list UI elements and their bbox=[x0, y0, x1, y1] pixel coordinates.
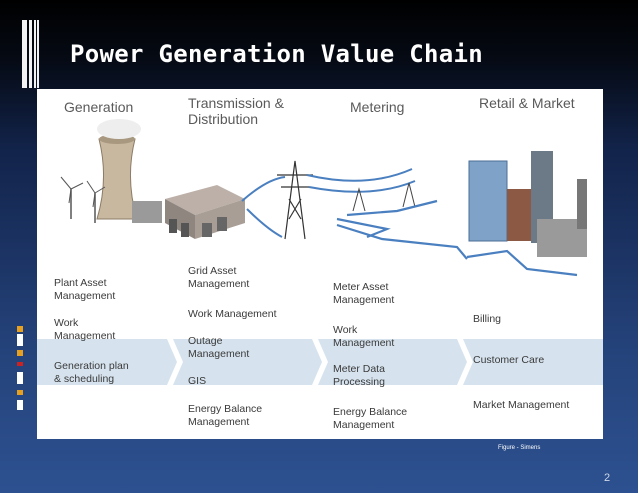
distribution-cables bbox=[336, 199, 578, 277]
item-billing: Billing bbox=[473, 313, 502, 325]
page-number: 2 bbox=[604, 472, 611, 484]
chevron-3 bbox=[457, 339, 473, 385]
item-generation-plan: Generation plan & scheduling bbox=[54, 360, 129, 385]
item-customer-care: Customer Care bbox=[473, 354, 545, 366]
heading-metering: Metering bbox=[350, 99, 405, 115]
item-market-management: Market Management bbox=[473, 399, 570, 411]
heading-retail-market: Retail & Market bbox=[479, 95, 575, 111]
figure-caption: Figure - Simens bbox=[498, 445, 541, 451]
item-meter-data-processing: Meter Data Processing bbox=[333, 363, 385, 388]
item-outage-management: Outage Management bbox=[188, 335, 250, 360]
item-work-management-td: Work Management bbox=[188, 308, 277, 320]
chain-illustration bbox=[60, 119, 587, 385]
value-chain-figure: Generation Transmission & Distribution M… bbox=[37, 89, 603, 439]
substation-illustration bbox=[165, 185, 245, 239]
chevron-2 bbox=[312, 339, 328, 385]
city-illustration bbox=[468, 151, 587, 257]
item-energy-balance-met: Energy Balance Management bbox=[333, 406, 408, 431]
heading-generation: Generation bbox=[64, 99, 134, 115]
item-plant-asset-management: Plant Asset Management bbox=[54, 277, 116, 302]
meter-tower-illustration bbox=[352, 182, 416, 212]
power-plant-illustration bbox=[60, 119, 162, 223]
title-decoration-stripes bbox=[22, 20, 40, 88]
slide-title: Power Generation Value Chain bbox=[70, 40, 483, 68]
item-gis: GIS bbox=[188, 375, 207, 387]
pylon-illustration bbox=[277, 160, 313, 240]
item-work-management-gen: Work Management bbox=[54, 317, 116, 342]
chevron-1 bbox=[167, 339, 183, 385]
item-meter-asset-management: Meter Asset Management bbox=[333, 281, 395, 306]
item-grid-asset-management: Grid Asset Management bbox=[188, 265, 250, 290]
heading-transmission-distribution: Transmission & Distribution bbox=[188, 95, 284, 127]
item-energy-balance-td: Energy Balance Management bbox=[188, 403, 263, 428]
item-work-management-met: Work Management bbox=[333, 324, 395, 349]
left-decoration-bars bbox=[17, 326, 23, 411]
power-lines bbox=[241, 168, 416, 238]
